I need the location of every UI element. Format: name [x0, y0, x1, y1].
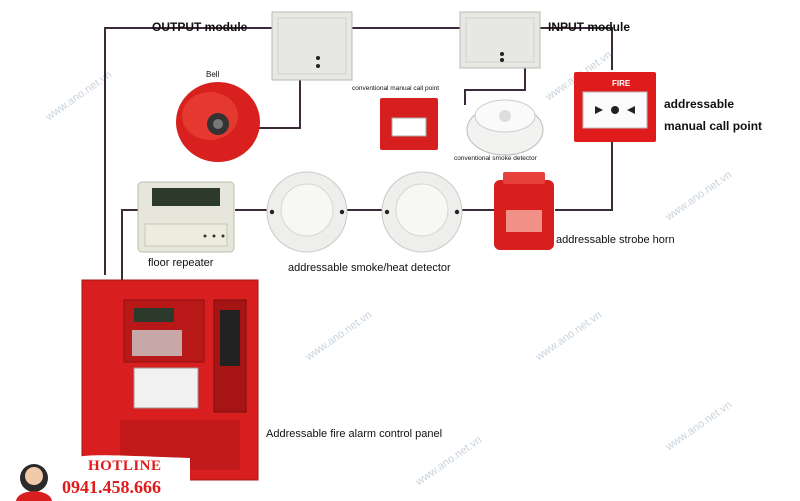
conventional-smoke-detector-device	[466, 99, 544, 156]
wire-input-to-conventional	[464, 60, 526, 105]
smoke-heat-detector-1	[266, 171, 348, 253]
strobe-horn-label: addressable strobe horn	[556, 234, 675, 246]
hotline-badge	[0, 455, 190, 501]
output-module-label: OUTPUT module	[152, 20, 248, 34]
wire-mcp-to-strobe	[555, 140, 613, 211]
input-module-label: INPUT module	[548, 20, 631, 34]
output-module	[271, 11, 353, 81]
bell-label: Bell	[206, 70, 220, 79]
addressable-mcp-label-line1: addressable	[664, 97, 735, 111]
bell-device	[176, 82, 260, 162]
input-module	[459, 11, 541, 69]
conventional-smoke-detector-label: conventional smoke detector	[454, 155, 537, 162]
wire-output-to-bell	[258, 80, 301, 129]
wire-panel-to-output-module	[104, 27, 272, 275]
addressable-call-point-device: FIRE	[574, 72, 656, 142]
conventional-call-point-label: conventional manual call point	[352, 85, 440, 92]
smoke-heat-detector-label: addressable smoke/heat detector	[288, 262, 451, 274]
strobe-horn-device	[494, 172, 554, 250]
floor-repeater-device	[137, 181, 235, 253]
wire-input-to-mcp	[540, 27, 613, 70]
floor-repeater-label: floor repeater	[148, 257, 214, 269]
addressable-mcp-label-line2: manual call point	[664, 119, 763, 133]
wire-repeater-to-panel	[121, 209, 138, 280]
hotline-label: HOTLINE	[88, 458, 162, 474]
conventional-call-point-device	[380, 98, 438, 150]
mcp-fire-text: FIRE	[612, 79, 631, 88]
control-panel-label: Addressable fire alarm control panel	[266, 428, 443, 440]
control-panel-device	[81, 279, 259, 481]
hotline-phone[interactable]: 0941.458.666	[62, 477, 161, 497]
smoke-heat-detector-2	[381, 171, 463, 253]
